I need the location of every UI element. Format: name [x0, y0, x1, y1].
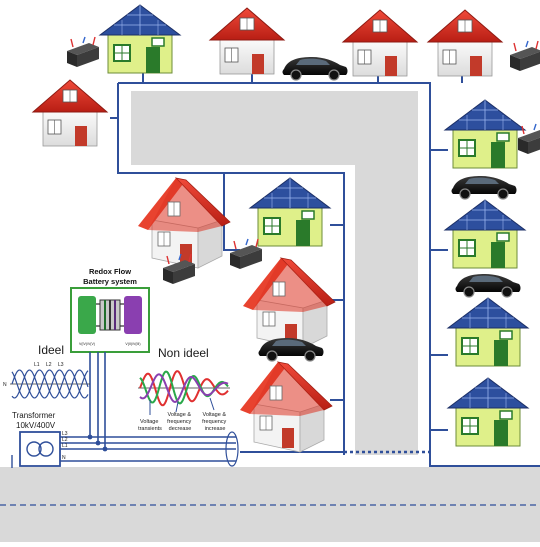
tank-left-label: V(IV)/V(V)	[79, 342, 95, 346]
nonideal-label: Non ideel	[158, 346, 209, 360]
solar-house-inner	[249, 177, 331, 247]
annotation-decrease: Voltage & frequency decrease	[167, 412, 193, 432]
charger-icon	[509, 40, 540, 72]
phase-label: L3	[58, 362, 64, 368]
electric-car-icon	[454, 273, 522, 298]
house-top-4	[427, 9, 503, 77]
solar-house-right-3	[447, 297, 529, 367]
phase-label: L2	[46, 362, 52, 368]
road-network	[0, 91, 540, 542]
redox-flow-battery: Redox Flow Battery system V(IV)/V(V) V(I…	[70, 267, 150, 452]
ideal-label: Ideel	[38, 343, 64, 357]
house-top-2	[209, 7, 285, 75]
phase-label: L1	[34, 362, 40, 368]
solar-house-top-1	[99, 4, 181, 74]
solar-house-right-4	[447, 377, 529, 447]
busbars	[11, 431, 239, 468]
big-house-2	[242, 257, 336, 349]
busbar-label: N	[62, 455, 66, 461]
tank-left	[78, 296, 96, 334]
charger-icon	[66, 36, 100, 68]
busbar-label: L2	[62, 437, 68, 443]
nonideal-waveform: Non ideel Voltage transients Voltage & f…	[138, 346, 230, 432]
house-left	[32, 79, 108, 147]
big-house-1	[137, 177, 231, 269]
solar-house-right-2	[444, 199, 526, 269]
annotation-transients: Voltage transients	[138, 419, 162, 432]
electric-car-icon	[450, 175, 518, 200]
house-top-3	[342, 9, 418, 77]
charger-icon	[162, 253, 196, 285]
outer-feeder-cable	[118, 82, 540, 467]
tank-right	[124, 296, 142, 334]
house-tap-9	[223, 173, 240, 251]
charger-icon	[229, 238, 263, 270]
inner-feeder-cable	[117, 83, 345, 455]
busbar-label: L3	[62, 431, 68, 437]
ideal-waveform: Ideel L1 L2 L3 N	[3, 343, 90, 399]
transformer-rating: 10kV/400V	[16, 421, 56, 430]
solar-house-right-1	[444, 99, 526, 169]
busbar-label: L1	[62, 443, 68, 449]
main-road	[131, 91, 418, 455]
transformer-title: Transformer	[12, 411, 56, 420]
busbar-labels: L3 L2 L1 N	[62, 431, 68, 461]
annotation-increase: Voltage & frequency increase	[202, 412, 228, 432]
transformer: Transformer 10kV/400V	[12, 411, 61, 467]
big-house-3	[239, 361, 333, 453]
battery-title-1: Redox Flow	[89, 267, 131, 276]
electric-car-icon	[281, 56, 349, 81]
tank-right-label: V(II)/V(III)	[125, 342, 140, 346]
battery-title-2: Battery system	[83, 277, 137, 286]
neutral-label: N	[3, 382, 7, 388]
